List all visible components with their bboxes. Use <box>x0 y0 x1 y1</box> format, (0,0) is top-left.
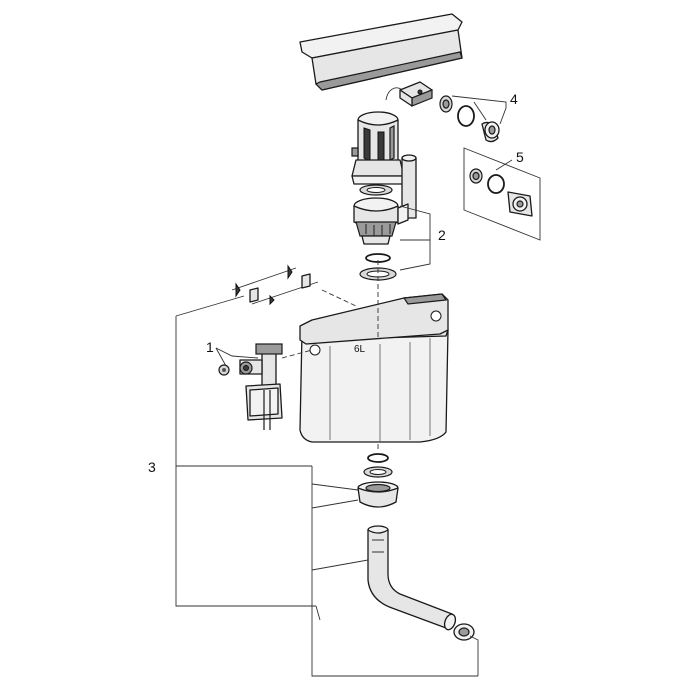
callout-1: 1 <box>206 339 214 355</box>
cistern-tank <box>299 293 449 443</box>
leader-lines <box>175 95 513 677</box>
flush-valve-assembly <box>351 81 433 219</box>
tank-capacity-marking: 6L <box>354 344 366 355</box>
flush-valve-body <box>353 197 409 245</box>
cistern-lid <box>299 13 463 91</box>
mounting-clips <box>231 264 319 306</box>
actuator-button-set <box>439 95 500 143</box>
outlet-cone <box>357 481 399 508</box>
flush-plate-kit <box>463 147 541 241</box>
flush-pipe-bend <box>367 525 457 631</box>
pipe-connector <box>453 623 475 641</box>
callout-3: 3 <box>148 459 156 475</box>
outlet-o-ring <box>367 453 389 463</box>
callout-4: 4 <box>510 91 518 107</box>
callout-2: 2 <box>438 227 446 243</box>
fill-valve <box>239 343 283 430</box>
callout-5: 5 <box>516 149 524 165</box>
